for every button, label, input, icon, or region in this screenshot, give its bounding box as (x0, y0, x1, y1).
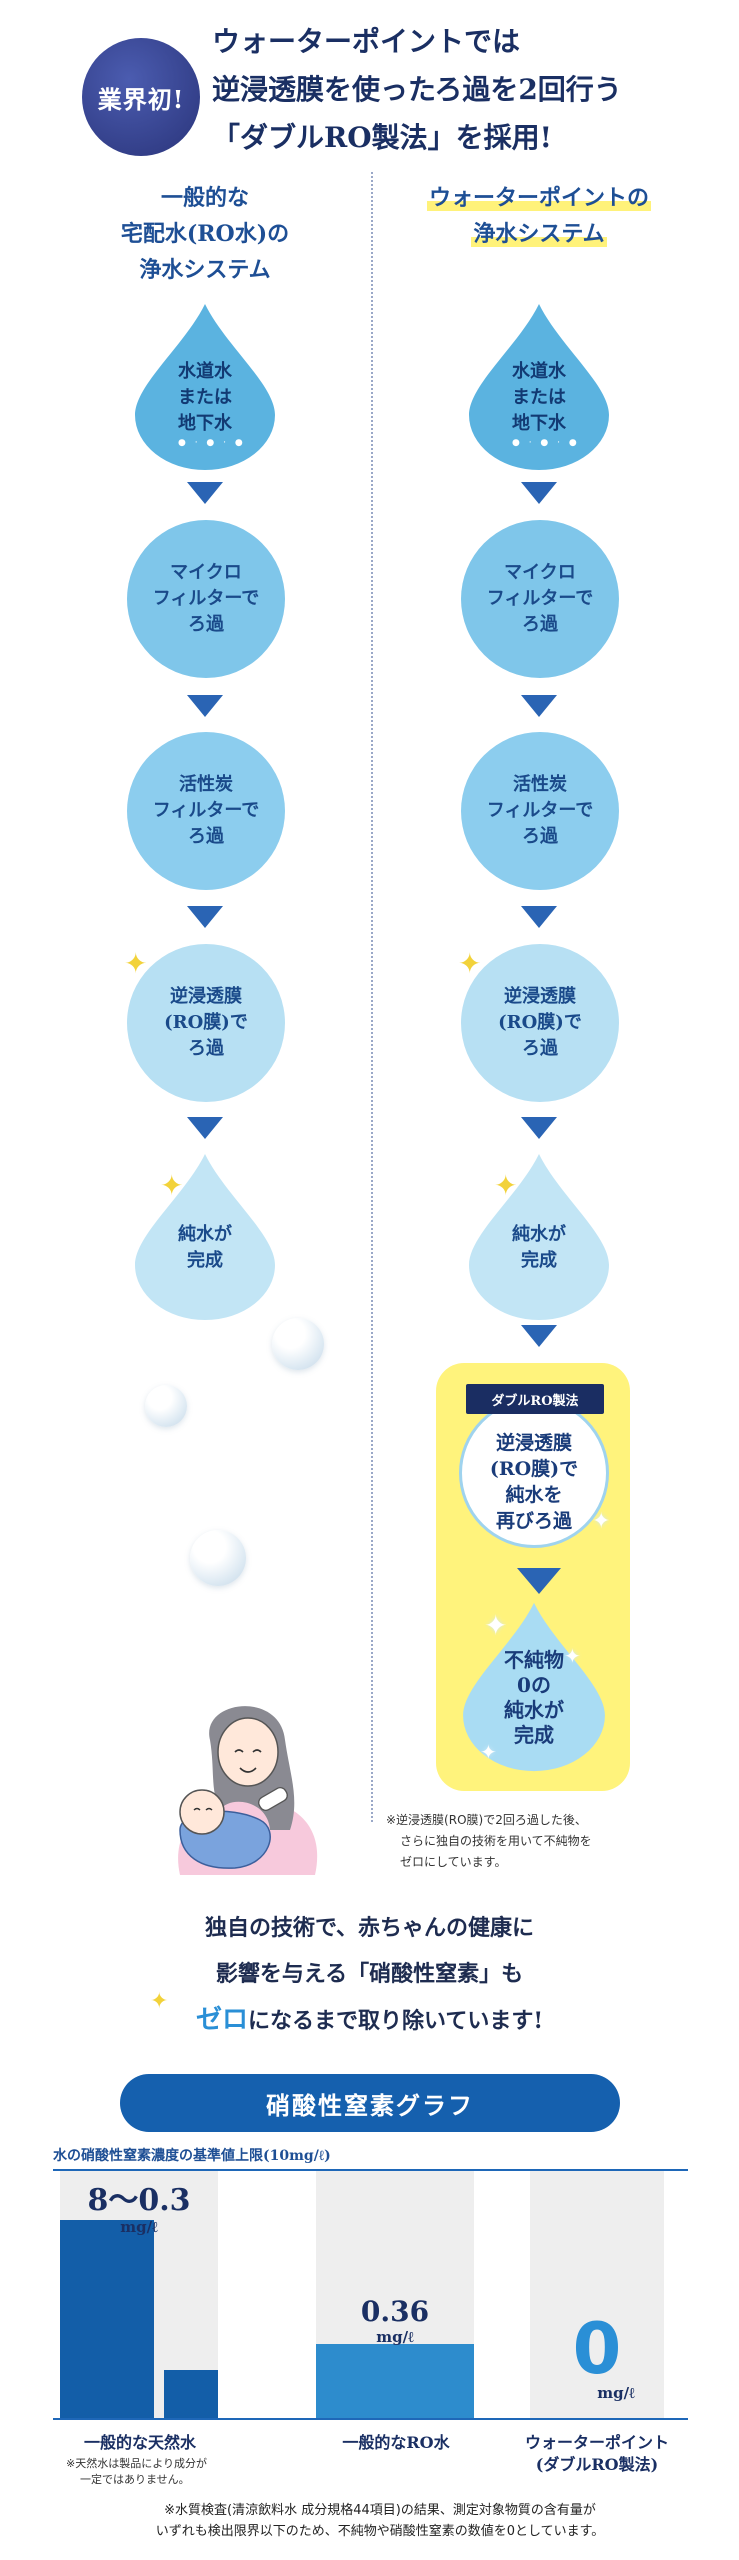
bubble-dots: ● · ● · ● (178, 438, 246, 448)
sparkle-icon: ✦ (592, 1509, 611, 1534)
value-water-point: 0 mg/ℓ (572, 2308, 635, 2402)
right-step-carbon-filter: 活性炭 フィルターで ろ過 (461, 732, 619, 890)
headline-line-1: ウォーターポイントでは (212, 25, 521, 58)
bubble-decoration (190, 1530, 246, 1586)
right-step-source-water: 水道水 または 地下水 (464, 300, 614, 470)
category-ro-water: 一般的なRO水 (342, 2433, 450, 2452)
flow-arrow-icon (187, 482, 223, 504)
headline-line-2: 逆浸透膜を使ったろ過を2回行う (212, 73, 622, 106)
headline: ウォーターポイントでは 逆浸透膜を使ったろ過を2回行う 「ダブルRO製法」を採用… (212, 18, 732, 162)
sparkle-icon: ✦ (458, 947, 482, 980)
flow-arrow-icon (521, 695, 557, 717)
nitrate-message: 独自の技術で、赤ちゃんの健康に 影響を与える「硝酸性窒素」も ゼロになるまで取り… (195, 1915, 543, 2035)
value-natural-water: 8〜0.3 mg/ℓ (87, 2183, 191, 2237)
industry-first-badge: 業界初! (82, 38, 200, 156)
bar-ro-water (316, 2344, 474, 2418)
flow-arrow-icon (187, 906, 223, 928)
double-ro-note: ※逆浸透膜(RO膜)で2回ろ過した後、 さらに独自の技術を用いて不純物を ゼロに… (386, 1813, 592, 1869)
sparkle-icon: ✦ (564, 1644, 581, 1668)
column-divider (371, 172, 373, 1822)
category-water-point: ウォーターポイント (ダブルRO製法) (524, 2433, 669, 2474)
sparkle-icon: ✦ (484, 1609, 508, 1642)
graph-column-bg (530, 2171, 664, 2418)
double-ro-tag: ダブルRO製法 (466, 1384, 604, 1414)
flow-arrow-icon (187, 1117, 223, 1139)
left-step-source-water: 水道水 または 地下水 (130, 300, 280, 470)
right-step-pure-water: 純水が 完成 (464, 1150, 614, 1320)
bar-natural-water-min (164, 2370, 218, 2418)
right-step-micro-filter: マイクロ フィルターで ろ過 (461, 520, 619, 678)
flow-arrow-icon (521, 906, 557, 928)
mother-baby-illustration (178, 1706, 318, 1875)
category-natural-water: 一般的な天然水 (83, 2433, 196, 2452)
left-step-carbon-filter: 活性炭 フィルターで ろ過 (127, 732, 285, 890)
right-step-ro-membrane: 逆浸透膜 (RO膜)で ろ過 (461, 944, 619, 1102)
left-step-source-label: 水道水 または 地下水 (178, 361, 232, 434)
flow-arrow-icon (517, 1568, 561, 1594)
left-step-ro-membrane: 逆浸透膜 (RO膜)で ろ過 (127, 944, 285, 1102)
left-step-micro-filter: マイクロ フィルターで ろ過 (127, 520, 285, 678)
sparkle-icon: ✦ (160, 1169, 184, 1202)
right-column-title: ウォーターポイントの 浄水システム (426, 185, 651, 247)
nitrate-graph-title: 硝酸性窒素グラフ (120, 2074, 620, 2132)
graph-baseline (53, 2418, 688, 2420)
graph-standard-caption: 水の硝酸性窒素濃度の基準値上限(10mg/ℓ) (53, 2148, 331, 2164)
bubble-decoration (145, 1385, 187, 1427)
flow-arrow-icon (187, 695, 223, 717)
sparkle-icon: ✦ (124, 947, 148, 980)
headline-line-3: 「ダブルRO製法」を採用! (212, 121, 552, 154)
value-ro-water: 0.36 mg/ℓ (360, 2295, 430, 2347)
flow-arrow-icon (521, 482, 557, 504)
water-test-footnote: ※水質検査(清涼飲料水 成分規格44項目)の結果、測定対象物質の含有量が いずれ… (155, 2503, 605, 2539)
left-step-pure-water: 純水が 完成 (130, 1150, 280, 1320)
left-column-title: 一般的な 宅配水(RO水)の 浄水システム (120, 185, 290, 283)
sparkle-icon: ✦ (494, 1169, 518, 1202)
bubble-dots: ● · ● · ● (512, 438, 580, 448)
double-ro-step: 逆浸透膜 (RO膜)で 純水を 再びろ過 (459, 1398, 609, 1548)
zero-emphasis: ゼロ (195, 2005, 248, 2035)
natural-water-note: ※天然水は製品により成分が 一定ではありません。 (66, 2457, 207, 2486)
bar-natural-water-max (60, 2220, 154, 2418)
sparkle-icon: ✦ (150, 1989, 169, 2014)
sparkle-icon: ✦ (480, 1740, 497, 1764)
bubble-decoration (272, 1318, 324, 1370)
zero-impurity-pure-water: 不純物 0の 純水が 完成 (458, 1595, 610, 1775)
flow-arrow-icon (521, 1117, 557, 1139)
flow-arrow-icon (521, 1325, 557, 1347)
graph-upper-limit-line (53, 2169, 688, 2171)
